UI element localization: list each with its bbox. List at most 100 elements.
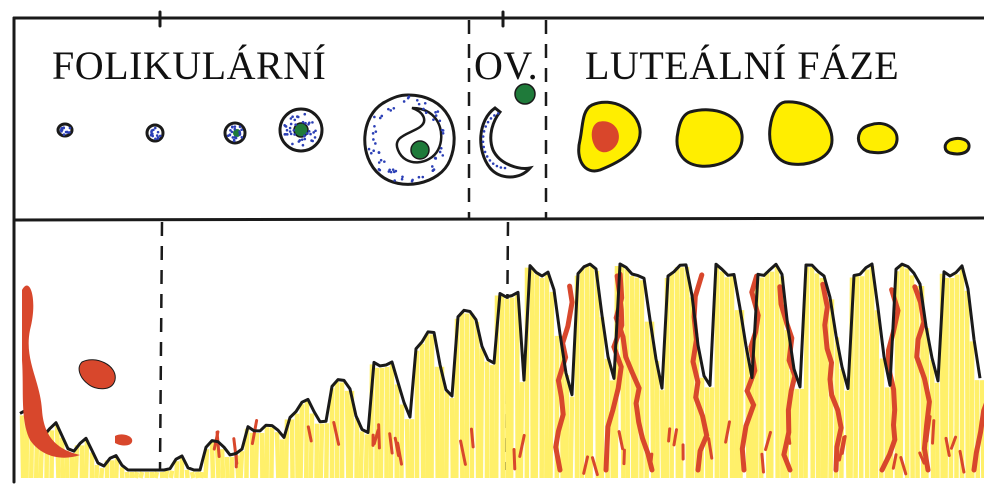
granulosa-dot	[416, 99, 419, 102]
endometrium-fill-stroke	[711, 387, 712, 478]
endometrium-fill-stroke	[437, 367, 438, 478]
granulosa-dot	[424, 102, 427, 105]
endometrium-fill-stroke	[662, 390, 663, 478]
granulosa-dot	[411, 179, 414, 182]
endometrium-fill-stroke	[687, 267, 688, 478]
endometrium-fill-stroke	[657, 361, 658, 478]
granulosa-dot	[302, 144, 305, 147]
granulosa-dot	[239, 132, 242, 135]
endometrium-fill-stroke	[532, 268, 533, 478]
endometrium-fill-stroke	[881, 358, 882, 478]
corpus-luteum-peak	[770, 102, 832, 164]
granulosa-dot	[241, 136, 244, 139]
granulosa-dot	[290, 123, 293, 126]
granulosa-dot	[393, 107, 396, 110]
endometrium-fill-stroke	[517, 294, 518, 478]
granulosa-dot	[239, 126, 242, 129]
granulosa-dot	[440, 147, 443, 150]
granulosa-dot	[375, 130, 378, 133]
granulosa-dot	[286, 133, 289, 136]
endometrium-fill-stroke	[311, 414, 312, 478]
granulosa-dot	[483, 130, 486, 133]
endometrium-fill-stroke	[197, 472, 198, 478]
corpus-luteum-regressing	[858, 123, 897, 152]
granulosa-dot	[418, 103, 421, 106]
granulosa-dot	[383, 160, 386, 163]
corpora-lutea	[579, 102, 969, 171]
endometrium-fill-stroke	[22, 415, 23, 478]
granulosa-dot	[154, 138, 157, 141]
granulosa-dot	[370, 152, 373, 155]
endometrium-fill-stroke	[101, 468, 102, 478]
endometrium-fill-stroke	[407, 419, 408, 478]
endometrium-fill-stroke	[861, 276, 862, 478]
granulosa-dot	[301, 138, 304, 141]
granulosa-dot	[297, 116, 300, 119]
endometrium-fill-stroke	[801, 389, 802, 478]
granulosa-dot	[389, 109, 392, 112]
granulosa-dot	[234, 128, 237, 131]
granulosa-dot	[490, 117, 493, 120]
granulosa-dot	[500, 166, 503, 169]
endometrium-fill-stroke	[277, 432, 278, 478]
endometrium-fill-stroke	[116, 458, 117, 478]
granulosa-dot	[231, 125, 234, 128]
shed-fragment-2	[115, 434, 132, 445]
basal-vessel	[933, 421, 934, 443]
granulosa-dot	[439, 119, 442, 122]
basal-vessel	[788, 429, 790, 443]
follicles	[58, 84, 535, 184]
granulosa-dot	[441, 154, 444, 157]
endometrium-fill-stroke	[321, 424, 322, 478]
granulosa-dot	[235, 137, 238, 140]
granulosa-dot	[283, 124, 286, 127]
endometrium-fill-stroke	[301, 404, 302, 478]
granulosa-dot	[393, 171, 396, 174]
endometrium-fill-stroke	[771, 272, 772, 478]
ovulation-label: OV.	[474, 42, 538, 90]
endometrium-fill-stroke	[571, 397, 572, 478]
basal-vessel	[669, 429, 670, 441]
granulosa-dot	[380, 159, 383, 162]
granulosa-dot	[484, 125, 487, 128]
endometrium-fill-stroke	[422, 344, 423, 478]
granulosa-dot	[425, 111, 428, 114]
granulosa-dot	[401, 176, 404, 179]
endometrium-fill-stroke	[796, 389, 797, 478]
endometrium	[20, 264, 984, 478]
endometrium-fill-stroke	[546, 274, 547, 478]
endometrium-fill-stroke	[627, 269, 628, 478]
granulosa-dot	[60, 127, 63, 130]
endometrium-fill-stroke	[271, 428, 272, 478]
luteal-phase-label: LUTEÁLNÍ FÁZE	[585, 42, 899, 90]
granulosa-dot	[299, 139, 302, 142]
endometrium-fill-stroke	[956, 275, 957, 478]
granulosa-dot	[232, 136, 235, 139]
granulosa-dot	[229, 133, 232, 136]
granulosa-dot	[234, 125, 237, 128]
endometrium-fill-stroke	[502, 295, 503, 478]
oocyte-large	[411, 141, 429, 159]
granulosa-dot	[368, 148, 371, 151]
granulosa-dot	[69, 127, 72, 130]
endometrium-fill-stroke	[156, 472, 157, 478]
granulosa-dot	[151, 135, 154, 138]
granulosa-dot	[289, 127, 292, 130]
endometrium-fill-stroke	[62, 438, 63, 478]
endometrium-fill-stroke	[901, 266, 902, 478]
granulosa-dot	[442, 129, 445, 132]
granulosa-dot	[403, 100, 406, 103]
granulosa-dot	[229, 129, 232, 132]
endometrium-fill-stroke	[401, 405, 402, 478]
endometrium-fill-stroke	[777, 266, 778, 478]
granulosa-dot	[432, 169, 435, 172]
granulosa-dot	[311, 140, 314, 143]
endometrium-divider-1	[160, 222, 162, 470]
endometrium-fill-stroke	[326, 423, 327, 478]
endometrium-fill-stroke	[136, 472, 137, 478]
shed-fragment-1	[79, 360, 115, 389]
granulosa-dot	[66, 131, 69, 134]
granulosa-dot	[435, 114, 438, 117]
granulosa-dot	[151, 129, 154, 132]
